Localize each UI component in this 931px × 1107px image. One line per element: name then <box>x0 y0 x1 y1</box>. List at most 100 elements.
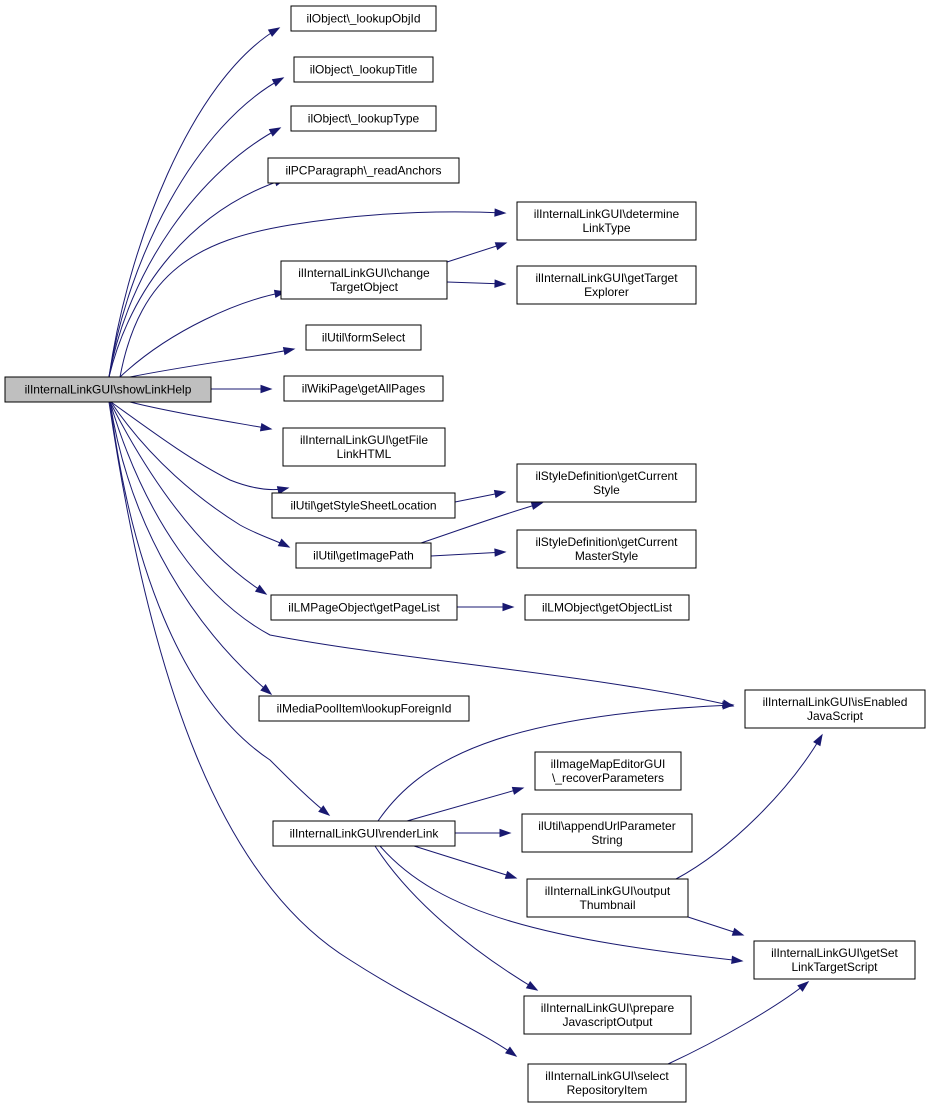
node-box <box>270 594 458 621</box>
function-node[interactable]: ilObject\_lookupType <box>290 105 437 132</box>
node-box <box>258 695 470 722</box>
arrowhead-icon <box>504 870 518 879</box>
root-function-node[interactable]: ilInternalLinkGUI\showLinkHelp <box>4 376 212 403</box>
function-node[interactable]: ilObject\_lookupTitle <box>293 56 434 83</box>
node-label: ilInternalLinkGUI\getSet <box>771 946 898 960</box>
edge-line <box>109 401 330 816</box>
arrowhead-icon <box>276 486 290 495</box>
function-node[interactable]: ilLMObject\getObjectList <box>524 594 690 621</box>
node-box <box>305 324 422 351</box>
arrowhead-icon <box>268 127 282 137</box>
edge-n5-n7 <box>446 279 507 288</box>
edge-line <box>108 77 284 378</box>
edge-n22-n17 <box>675 733 823 880</box>
node-box <box>744 689 926 729</box>
node-label: ilInternalLinkGUI\showLinkHelp <box>25 383 192 397</box>
node-label: ilUtil\getImagePath <box>313 549 414 563</box>
edge-n20-n21 <box>455 828 512 838</box>
arrowhead-icon <box>494 208 507 217</box>
arrowhead-icon <box>277 538 291 548</box>
edge-n22-n23 <box>687 916 745 936</box>
node-box <box>516 201 697 241</box>
edge-line <box>119 291 286 378</box>
node-box <box>272 820 456 847</box>
node-label: LinkTargetScript <box>791 960 878 974</box>
function-node[interactable]: ilUtil\formSelect <box>305 324 422 351</box>
node-box <box>523 995 692 1035</box>
function-node[interactable]: ilInternalLinkGUI\renderLink <box>272 820 456 847</box>
edge-line <box>377 704 734 822</box>
arrowhead-icon <box>271 77 285 87</box>
node-label: Explorer <box>584 285 629 299</box>
arrowhead-icon <box>260 384 273 394</box>
edge-n25-n23 <box>667 981 810 1065</box>
edge-line <box>374 845 538 991</box>
function-node[interactable]: ilObject\_lookupObjId <box>290 5 437 32</box>
node-box <box>534 751 682 791</box>
edge-n13-n14 <box>430 548 507 557</box>
function-node[interactable]: ilUtil\getStyleSheetLocation <box>271 492 456 519</box>
edge-line <box>129 348 295 378</box>
edge-root-n13 <box>110 401 291 548</box>
node-box <box>753 940 916 980</box>
edge-line <box>119 211 506 378</box>
edge-line <box>109 401 272 695</box>
edge-n20-n17 <box>377 701 735 822</box>
node-label: Style <box>593 483 620 497</box>
function-node[interactable]: ilImageMapEditorGUI\_recoverParameters <box>534 751 682 791</box>
node-label: ilInternalLinkGUI\prepare <box>541 1001 675 1015</box>
node-box <box>524 594 690 621</box>
edge-line <box>109 401 734 707</box>
edge-root-n10 <box>129 401 273 432</box>
function-node[interactable]: ilInternalLinkGUI\prepareJavascriptOutpu… <box>523 995 692 1035</box>
node-label: RepositoryItem <box>567 1083 648 1097</box>
edge-root-n8 <box>129 346 296 378</box>
arrowhead-icon <box>530 501 544 510</box>
edge-line <box>108 127 281 378</box>
node-label: JavaScript <box>807 709 864 723</box>
node-label: Thumbnail <box>579 898 635 912</box>
node-label: ilInternalLinkGUI\determine <box>534 207 680 221</box>
edge-root-n3 <box>108 127 282 378</box>
node-label: JavascriptOutput <box>562 1015 653 1029</box>
node-box <box>293 56 434 83</box>
function-node[interactable]: ilLMPageObject\getPageList <box>270 594 458 621</box>
node-label: ilInternalLinkGUI\isEnabled <box>763 695 908 709</box>
edge-line <box>379 845 743 962</box>
node-box <box>267 157 460 184</box>
node-label: ilInternalLinkGUI\getTarget <box>535 271 678 285</box>
node-box <box>516 265 697 305</box>
edge-line <box>110 401 289 491</box>
arrowhead-icon <box>505 1046 518 1057</box>
function-node[interactable]: ilMediaPoolItem\lookupForeignId <box>258 695 470 722</box>
arrowhead-icon <box>722 701 735 710</box>
node-label: \_recoverParameters <box>552 771 664 785</box>
edge-line <box>406 787 524 822</box>
node-label: ilStyleDefinition\getCurrent <box>535 469 678 483</box>
edge-line <box>110 401 290 548</box>
node-box <box>516 463 697 503</box>
node-box <box>521 813 693 853</box>
node-label: ilUtil\formSelect <box>322 331 406 345</box>
arrowhead-icon <box>813 733 823 747</box>
function-node[interactable]: ilWikiPage\getAllPages <box>283 375 444 402</box>
edge-n20-n19 <box>406 786 525 822</box>
edge-root-n6 <box>119 208 507 378</box>
function-node[interactable]: ilPCParagraph\_readAnchors <box>267 157 460 184</box>
node-box <box>290 105 437 132</box>
edge-n20-n24 <box>374 845 539 991</box>
node-box <box>516 529 697 569</box>
node-label: ilLMPageObject\getPageList <box>288 601 440 615</box>
function-node[interactable]: ilUtil\getImagePath <box>295 542 432 569</box>
